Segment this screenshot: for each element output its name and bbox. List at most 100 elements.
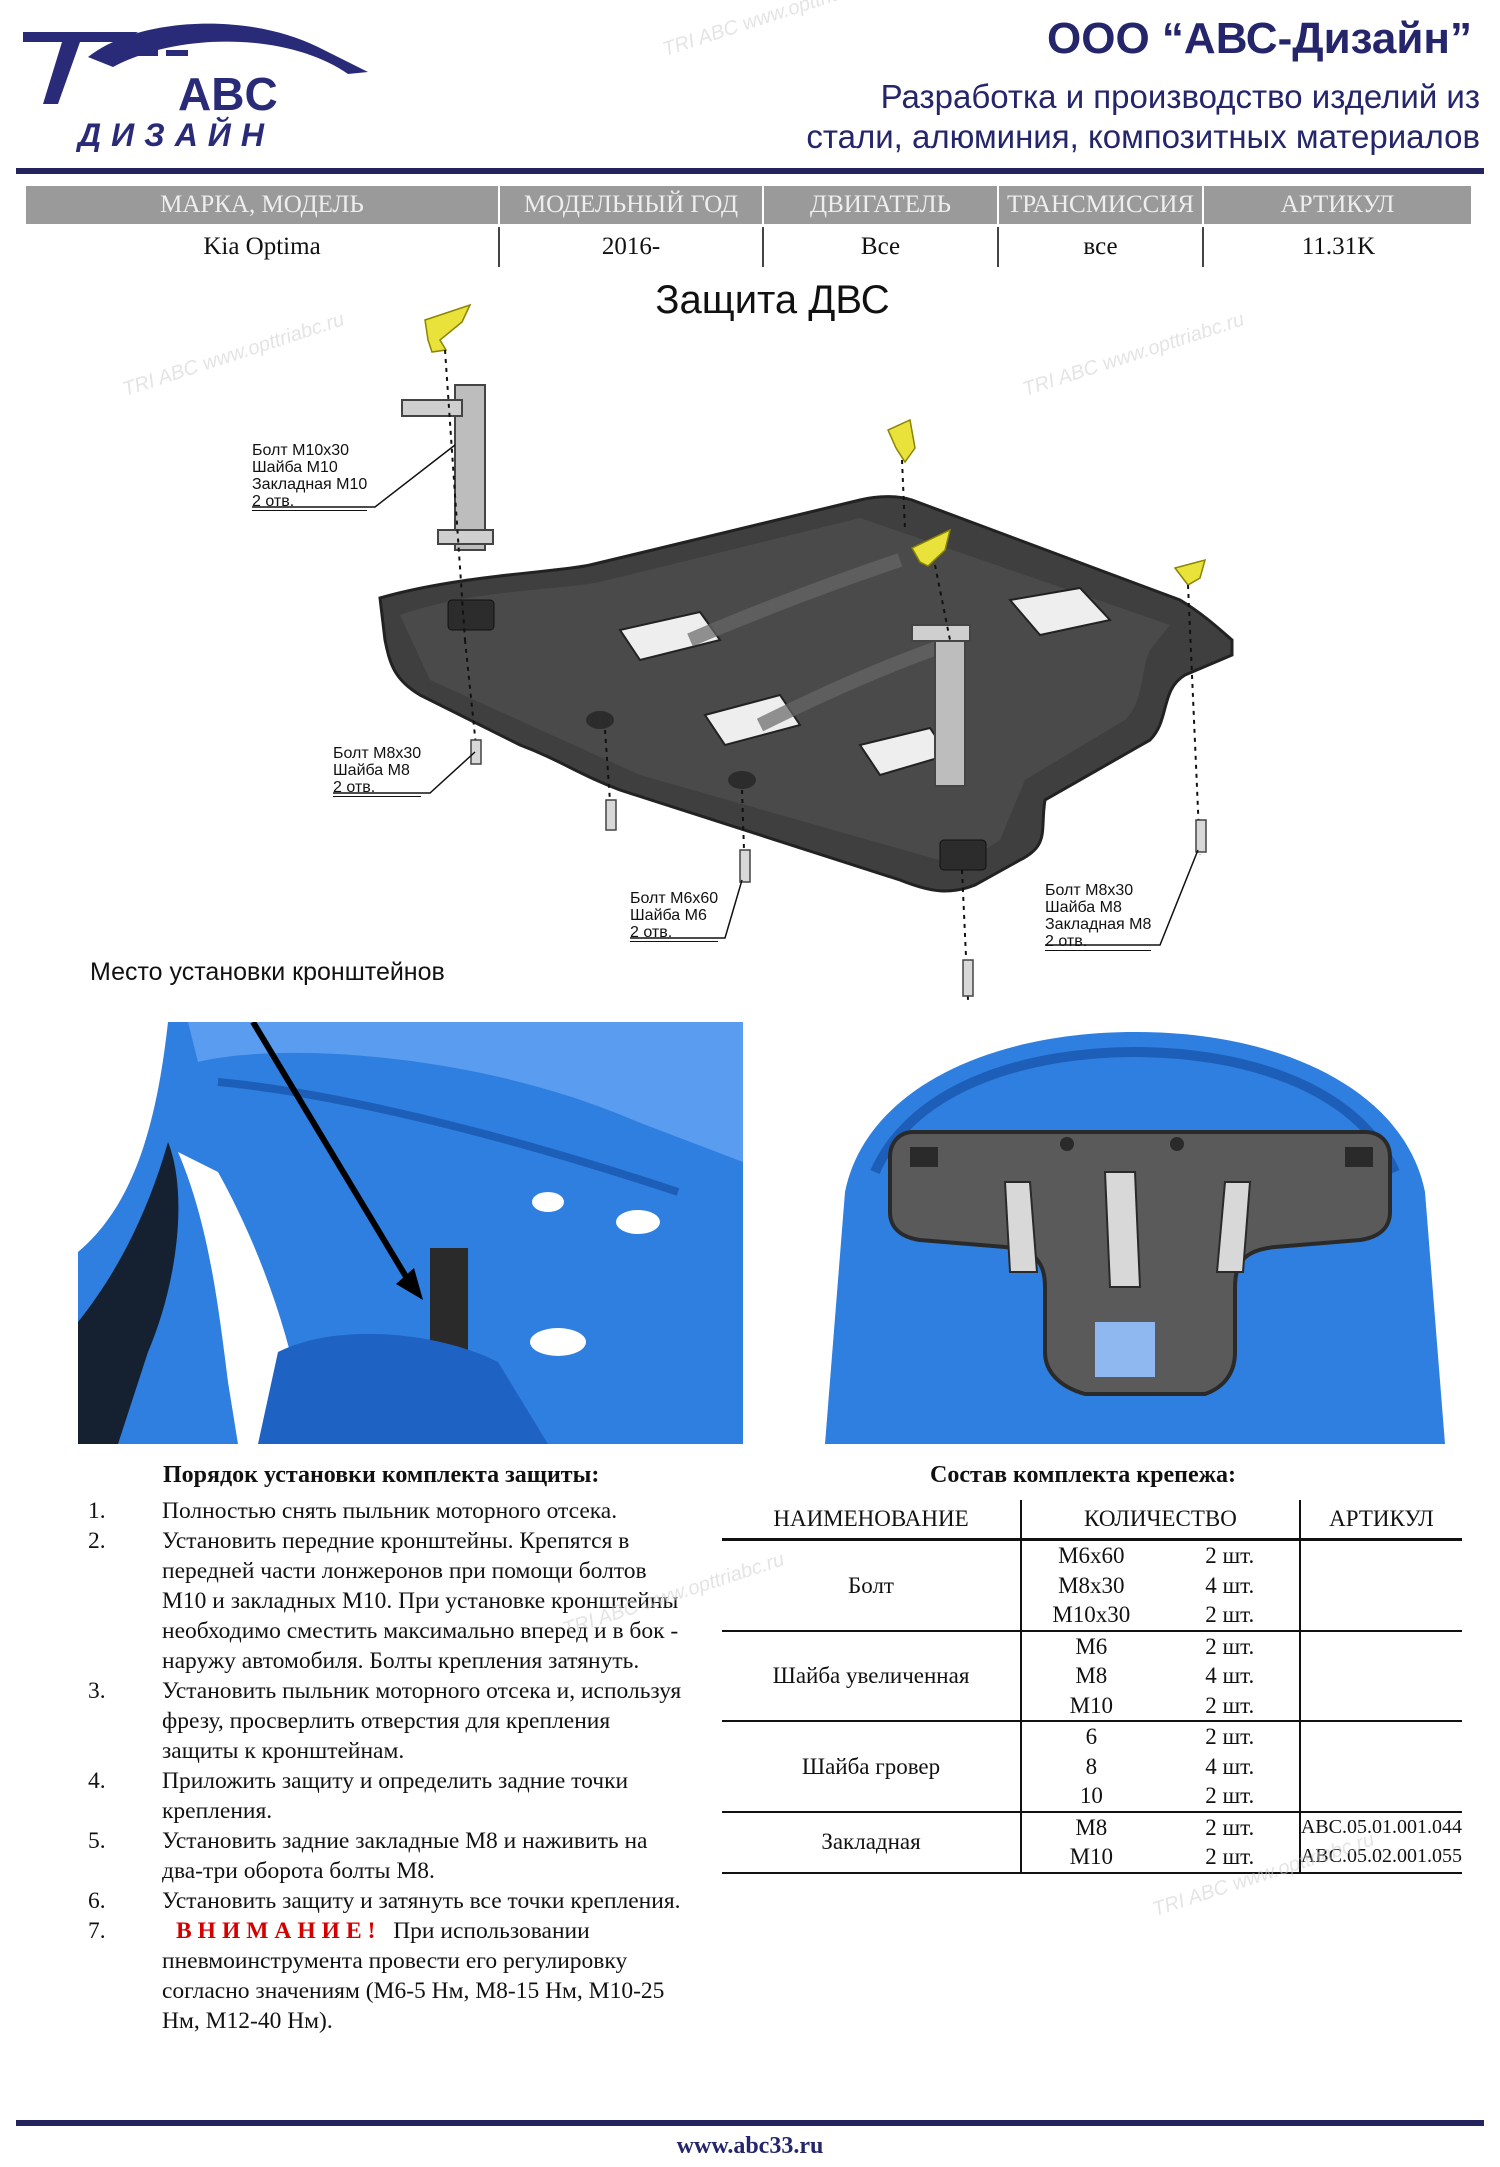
callout-line: 2 отв. — [630, 924, 719, 942]
callout-bolt-m6: Болт М6х60 Шайба М6 2 отв. — [630, 890, 719, 942]
step-number: 5. — [88, 1828, 106, 1854]
hw-group-name: Шайба гровер — [722, 1721, 1022, 1813]
hw-size: 10 — [1020, 1781, 1161, 1813]
spec-header-article: АРТИКУЛ — [1204, 186, 1473, 224]
callout-line: Шайба М8 — [333, 762, 410, 779]
hw-qty: 2 шт. — [1205, 1633, 1255, 1659]
hw-qty: 4 шт. — [1205, 1753, 1255, 1779]
hw-size: М8 — [1020, 1811, 1161, 1842]
installed-protection-scan — [805, 1022, 1470, 1444]
step-text: Установить задние закладные М8 и наживит… — [162, 1828, 648, 1884]
spec-value-transmission: все — [999, 227, 1204, 267]
hw-qty: 2 шт. — [1160, 1690, 1300, 1722]
callout-line: Закладная М8 — [1045, 916, 1152, 933]
instruction-step-warning: 7.ВНИМАНИЕ! При использовании пневмоинст… — [88, 1916, 688, 2036]
instruction-step: 4.Приложить защиту и определить задние т… — [88, 1766, 688, 1826]
logo-bottom-text: ДИЗАЙН — [75, 117, 274, 152]
instruction-step: 5. Установить задние закладные М8 и нажив… — [88, 1826, 688, 1886]
page-title: Защита ДВС — [655, 278, 890, 322]
hw-article: АВС.05.02.001.055 — [1298, 1842, 1462, 1874]
spec-header-transmission: ТРАНСМИССИЯ — [999, 186, 1204, 224]
hw-article — [1298, 1630, 1462, 1661]
hw-qty: 4 шт. — [1205, 1663, 1255, 1688]
callout-line: Болт М10х30 — [252, 442, 350, 459]
instructions-title: Порядок установки комплекта защиты: — [163, 1462, 600, 1488]
header-divider — [16, 168, 1484, 174]
logo-top-text: ABC — [178, 68, 278, 120]
hw-article — [1298, 1539, 1462, 1571]
callout-line: 2 отв. — [333, 779, 422, 797]
warning-text: ВНИМАНИЕ! — [176, 1918, 382, 1944]
hw-article — [1298, 1570, 1462, 1600]
callout-line: Болт М8х30 — [1045, 882, 1134, 899]
hw-group-name: Закладная — [722, 1811, 1022, 1874]
hw-article — [1298, 1721, 1462, 1752]
spec-value-year: 2016- — [500, 227, 764, 267]
callout-line: 2 отв. — [1045, 933, 1152, 951]
hw-qty: 2 шт. — [1205, 1543, 1255, 1568]
step-text: Полностью снять пыльник моторного отсека… — [162, 1498, 618, 1524]
instruction-step: 3.Установить пыльник моторного отсека и,… — [88, 1676, 688, 1766]
hw-size: 6 — [1020, 1721, 1161, 1752]
spec-table-row: Kia Optima 2016- Все все 11.31K — [26, 227, 1473, 267]
footer-url-link[interactable]: www.abc33.ru — [676, 2133, 824, 2159]
hw-article — [1298, 1600, 1462, 1632]
table-row: Шайба гровер 6 2 шт. — [722, 1721, 1462, 1813]
hw-article: АВС.05.01.001.044 — [1298, 1811, 1462, 1842]
spec-header-year: МОДЕЛЬНЫЙ ГОД — [500, 186, 764, 224]
instructions-list: 1. Полностью снять пыльник моторного отсе… — [88, 1496, 688, 2036]
hw-header-name: НАИМЕНОВАНИЕ — [722, 1500, 1022, 1541]
table-row: М8 4 шт. — [722, 1661, 1462, 1691]
tagline-line-1: Разработка и производство изделий из — [880, 78, 1480, 115]
pointer-arrow-head — [396, 1268, 423, 1300]
callout-line: Шайба М10 — [252, 459, 338, 476]
spec-header-engine: ДВИГАТЕЛЬ — [764, 186, 999, 224]
hw-size: М10 — [1020, 1690, 1161, 1722]
hw-qty: 2 шт. — [1160, 1600, 1300, 1632]
logo-graphic: ABC ДИЗАЙН — [23, 23, 368, 153]
hw-size: М10х30 — [1020, 1600, 1161, 1632]
hw-qty: 2 шт. — [1205, 1814, 1255, 1840]
callout-bolt-m8-rear: Болт М8х30 Шайба М8 Закладная М8 2 отв. — [1045, 882, 1152, 951]
callout-bolt-m10: Болт М10х30 Шайба М10 Закладная М10 2 от… — [252, 442, 368, 511]
hardware-table: НАИМЕНОВАНИЕ КОЛИЧЕСТВО АРТИКУЛ Болт М6х… — [722, 1500, 1462, 1874]
table-row: 10 2 шт. — [722, 1781, 1462, 1813]
step-number: 3. — [88, 1678, 106, 1704]
exploded-assembly-diagram — [252, 303, 1234, 1001]
step-number: 6. — [88, 1888, 106, 1914]
callout-line: Болт М6х60 — [630, 890, 719, 907]
hw-qty: 2 шт. — [1160, 1781, 1300, 1813]
callout-line: Закладная М10 — [252, 476, 368, 493]
hw-header-article: АРТИКУЛ — [1298, 1500, 1462, 1541]
hw-size: М6х60 — [1020, 1539, 1161, 1571]
hw-size: М8х30 — [1020, 1570, 1161, 1600]
hw-size: 8 — [1020, 1751, 1161, 1781]
company-logo: ABC ДИЗАЙН — [18, 12, 378, 153]
table-row: М10 2 шт. АВС.05.02.001.055 — [722, 1842, 1462, 1874]
tagline-line-2: стали, алюминия, композитных материалов — [806, 118, 1480, 155]
hw-article — [1298, 1781, 1462, 1813]
hw-qty: 2 шт. — [1205, 1724, 1255, 1749]
footer-divider — [16, 2120, 1484, 2126]
step-number: 1. — [88, 1498, 106, 1524]
hw-article — [1298, 1690, 1462, 1722]
callout-line: Шайба М6 — [630, 907, 707, 924]
step-text: При использовании пневмоинструмента пров… — [162, 1918, 665, 2034]
callout-line: Болт М8х30 — [333, 745, 422, 762]
spec-header-model: МАРКА, МОДЕЛЬ — [26, 186, 500, 224]
step-text: Приложить защиту и определить задние точ… — [162, 1768, 629, 1824]
table-row: М10х30 2 шт. — [722, 1600, 1462, 1632]
callout-line: Шайба М8 — [1045, 899, 1122, 916]
callout-line: 2 отв. — [252, 493, 368, 511]
spec-value-model: Kia Optima — [26, 227, 500, 267]
watermark: TRI ABC www.opttriabc.ru — [660, 0, 888, 61]
hw-size: М6 — [1020, 1630, 1161, 1661]
table-row: Шайба увеличенная М6 2 шт. — [722, 1630, 1462, 1722]
company-name: ООО “АВС-Дизайн” — [1047, 14, 1472, 63]
table-row: Закладная М8 2 шт. АВС.05.01.001.044 — [722, 1811, 1462, 1874]
step-number: 2. — [88, 1528, 106, 1554]
hw-article — [1298, 1661, 1462, 1691]
hw-group-name: Шайба увеличенная — [722, 1630, 1022, 1722]
spec-table-header: МАРКА, МОДЕЛЬ МОДЕЛЬНЫЙ ГОД ДВИГАТЕЛЬ ТР… — [26, 186, 1473, 224]
pointer-arrow-line — [250, 1022, 411, 1282]
